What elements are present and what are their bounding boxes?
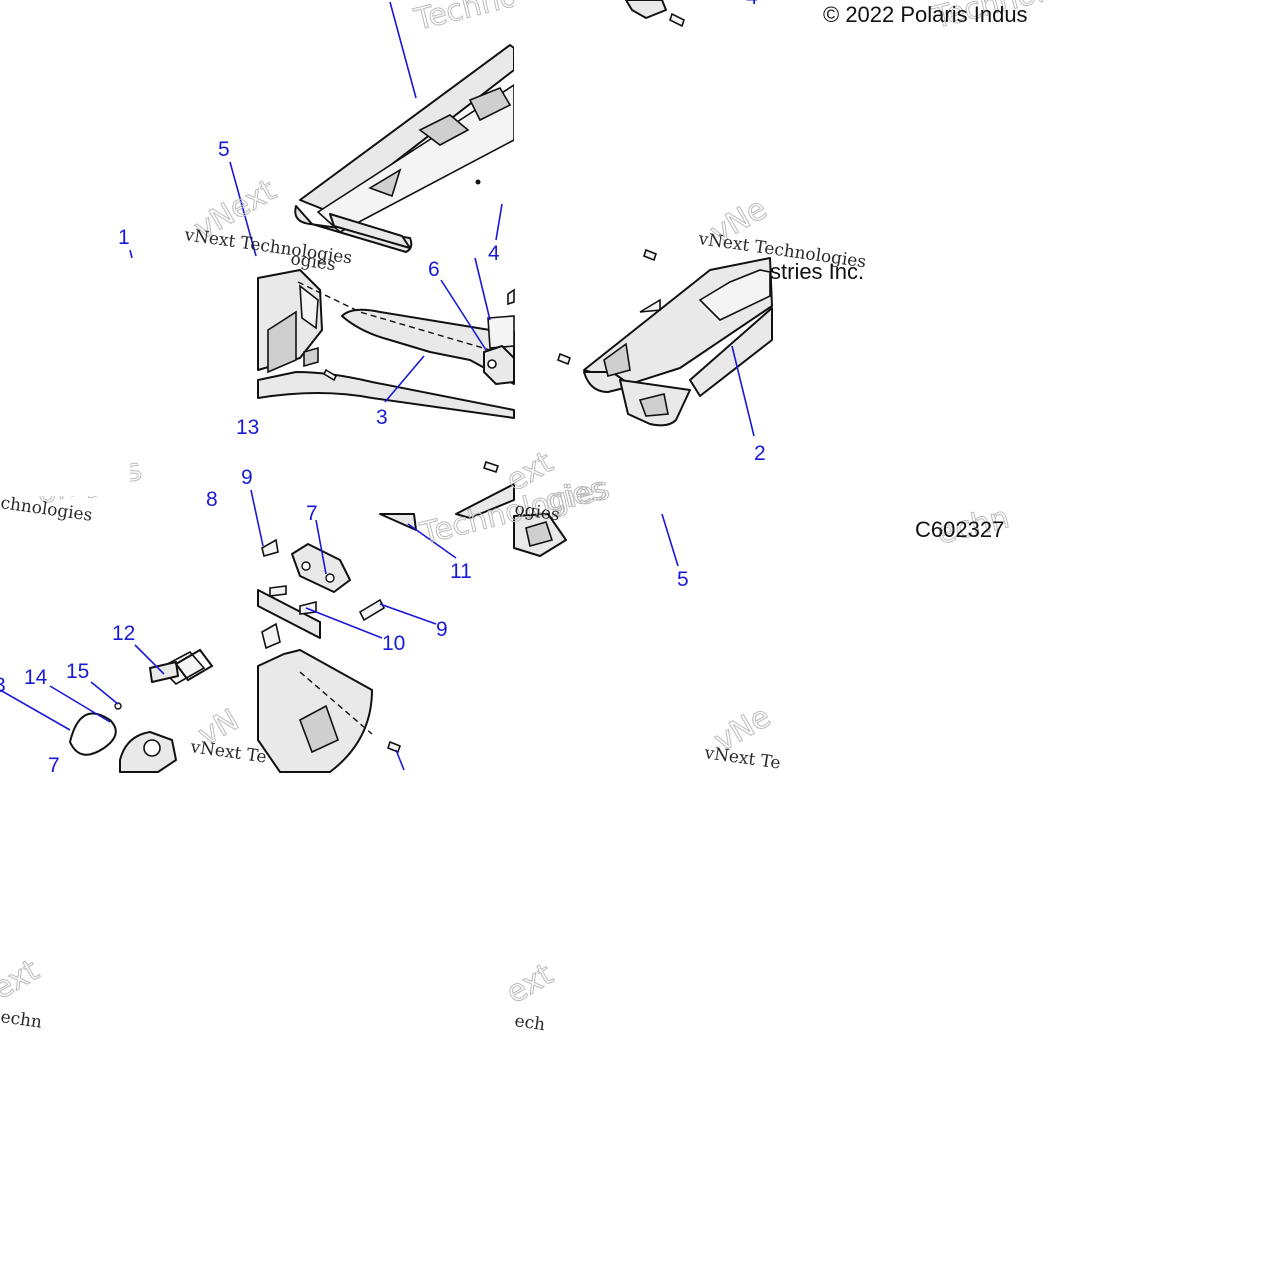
callout-11: 11 [450,560,472,583]
callout-9a: 9 [241,466,253,489]
callout-9b: 9 [436,618,448,641]
top-bracket-part [625,0,685,28]
callout-2: 2 [754,442,766,465]
hitch-pin-part [149,648,214,685]
callout-3: 3 [376,406,388,429]
callout-numbers: 1 2 3 4 4 5 5 6 7 7 8 9 9 10 11 12 13 3 … [0,0,766,777]
lower-bracket-part [257,460,515,773]
callout-14: 14 [24,666,48,689]
watermark-text: echn [0,1007,43,1033]
callout-5b: 5 [677,568,689,591]
side-rail-part [557,248,773,427]
figure-code: C602327 [915,517,1005,542]
watermark-text: ech [513,1011,546,1035]
watermark-text: vNext Te [188,737,267,768]
cross-tube-part [257,269,515,419]
callout-4b: 4 [488,242,500,265]
callout-7a: 7 [306,502,318,525]
callout-10: 10 [382,632,405,655]
watermark-text: Technol [410,0,529,38]
watermark-text: vNext Te [702,743,781,774]
callout-4a: 4 [746,0,758,9]
callout-6: 6 [428,258,440,281]
leader-lines [0,1,755,771]
upper-rail-part [294,44,515,253]
callout-8: 8 [206,488,218,511]
tile-gaps [0,0,614,496]
copyright-top: © 2022 Polaris Indus [823,2,1028,27]
callout-1: 1 [118,226,130,249]
callout-13a: 13 [236,416,259,439]
copyright-middle: stries Inc. [770,259,865,284]
watermark-text: ext [501,957,560,1011]
watermark-text: ext [0,953,45,1007]
callout-15: 15 [66,660,89,683]
callout-12: 12 [112,622,135,645]
hitch-receiver-part [119,731,177,773]
lower-right-fragment-part [513,513,567,557]
callout-5a: 5 [218,138,230,161]
lanyard-cable-part [68,702,122,756]
callout-13b: 3 [0,674,6,697]
callout-7b: 7 [48,754,60,777]
